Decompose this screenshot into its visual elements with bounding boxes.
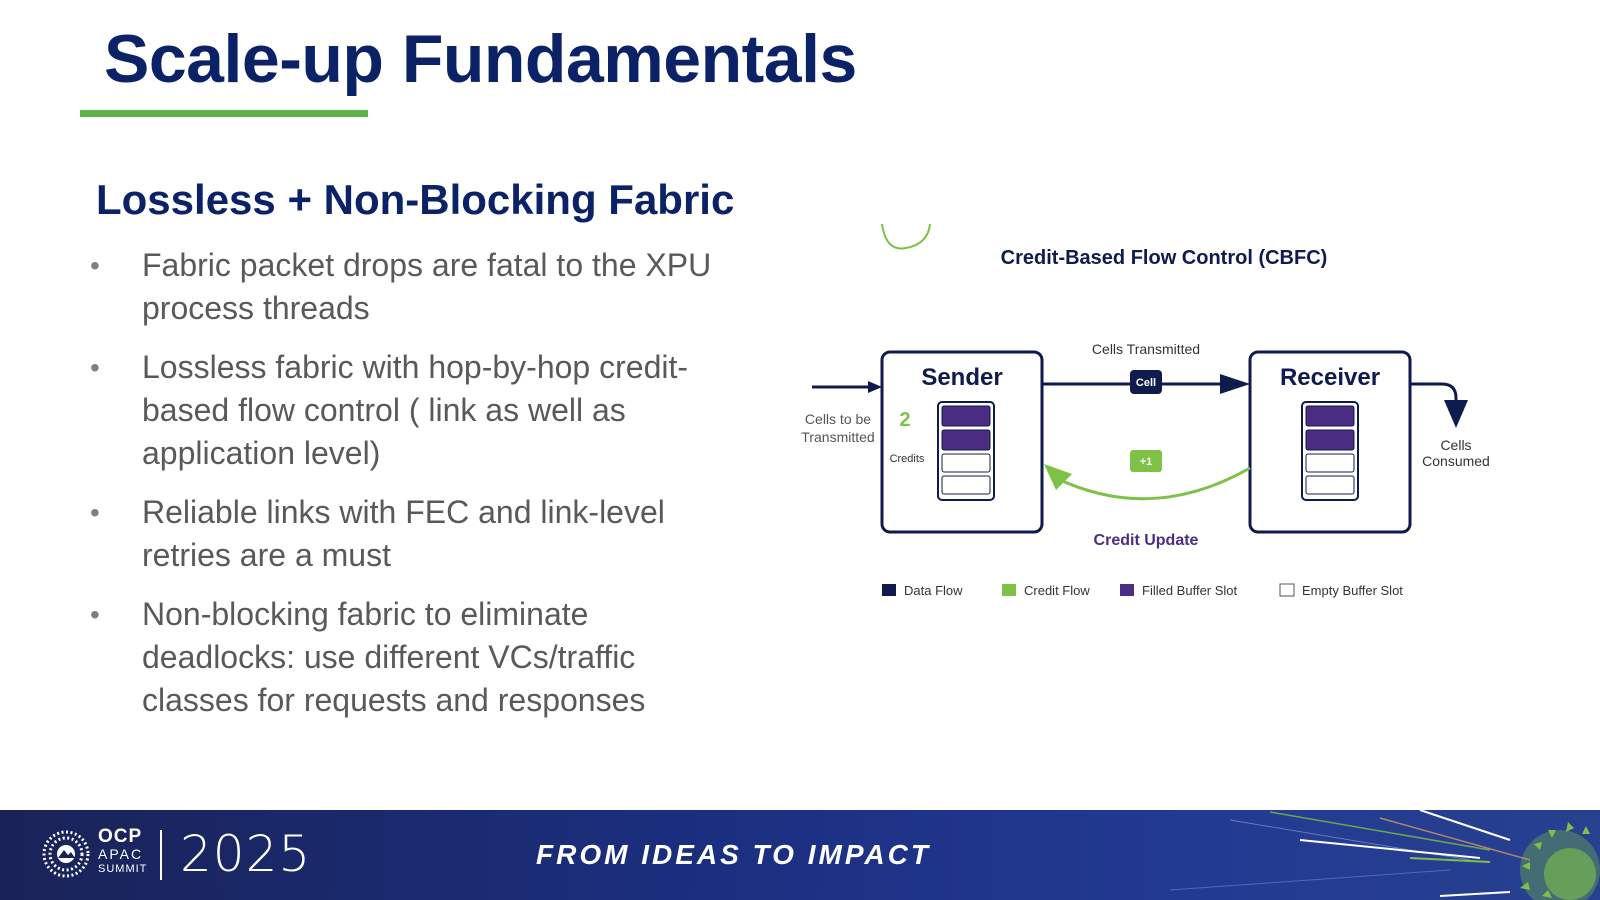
cells-label: Cells: [1440, 437, 1471, 453]
footer-separator: [160, 830, 162, 880]
empty-buffer-slot: [941, 475, 991, 495]
filled-buffer-slot: [941, 429, 991, 451]
plus-one-badge: [1130, 450, 1162, 472]
empty-buffer-slot: [1305, 453, 1355, 473]
legend-credit-flow-swatch: [1002, 584, 1016, 596]
transmitted-label: Transmitted: [801, 429, 874, 445]
output-arrow-line: [1410, 382, 1458, 408]
footer-brand-apac: APAC: [98, 846, 144, 862]
footer-banner: OCP APAC SUMMIT 2025 FROM IDEAS TO IMPAC…: [0, 810, 1600, 900]
input-arrow-head: [868, 381, 882, 393]
bullet-list: • Fabric packet drops are fatal to the X…: [90, 244, 750, 738]
empty-buffer-slot: [941, 453, 991, 473]
sender-label: Sender: [921, 364, 1002, 391]
empty-buffer-slot: [1305, 475, 1355, 495]
footer-tagline: FROM IDEAS TO IMPACT: [536, 839, 931, 870]
credit-flow-arrow-head: [1044, 464, 1072, 490]
credit-flow-curve: [1055, 466, 1251, 501]
diagram-title: Credit-Based Flow Control (CBFC): [1001, 247, 1328, 269]
slide-title: Scale-up Fundamentals: [104, 21, 857, 97]
legend-data-flow-swatch: [882, 584, 896, 596]
credits-label: Credits: [890, 453, 925, 465]
bullet-item: • Non-blocking fabric to eliminate deadl…: [90, 593, 750, 722]
credit-update-label: Credit Update: [1094, 532, 1199, 549]
bullet-marker: •: [90, 599, 100, 630]
filled-buffer-slot: [1305, 429, 1355, 451]
filled-buffer-slot: [941, 405, 991, 427]
data-flow-arrow-head: [1220, 374, 1250, 394]
bullet-item: • Reliable links with FEC and link-level…: [90, 491, 750, 577]
consumed-label: Consumed: [1422, 453, 1490, 469]
slide-subtitle: Lossless + Non-Blocking Fabric: [96, 176, 735, 223]
bullet-text: Non-blocking fabric to eliminate deadloc…: [142, 596, 646, 718]
cell-badge-text: Cell: [1136, 377, 1156, 389]
legend-empty-slot-label: Empty Buffer Slot: [1302, 583, 1403, 598]
title-underline: [80, 110, 368, 117]
bullet-marker: •: [90, 250, 100, 281]
filled-buffer-slot: [1305, 405, 1355, 427]
cells-transmitted-label: Cells Transmitted: [1092, 341, 1200, 357]
ocp-burst-logo-icon: [42, 830, 90, 878]
bullet-marker: •: [90, 352, 100, 383]
decorative-arc: [881, 223, 931, 250]
bullet-text: Reliable links with FEC and link-level r…: [142, 494, 665, 573]
plus-one-text: +1: [1140, 456, 1153, 468]
legend-credit-flow-label: Credit Flow: [1024, 583, 1090, 598]
decorative-streaks: [1169, 810, 1600, 900]
receiver-label: Receiver: [1280, 364, 1380, 391]
credits-count: 2: [899, 409, 910, 431]
bullet-marker: •: [90, 497, 100, 528]
footer-brand-summit: SUMMIT: [98, 863, 148, 875]
output-arrow-head: [1444, 400, 1468, 428]
bullet-text: Lossless fabric with hop-by-hop credit-b…: [142, 349, 689, 471]
legend-empty-slot-swatch: [1279, 583, 1295, 597]
footer-year: 2025: [180, 825, 312, 883]
legend-filled-slot-label: Filled Buffer Slot: [1142, 583, 1238, 598]
legend-data-flow-label: Data Flow: [904, 583, 963, 598]
bullet-item: • Lossless fabric with hop-by-hop credit…: [90, 346, 750, 475]
bullet-text: Fabric packet drops are fatal to the XPU…: [142, 247, 712, 326]
cells-to-be-label: Cells to be: [805, 411, 871, 427]
cell-badge: [1130, 370, 1162, 394]
cbfc-diagram: Credit-Based Flow Control (CBFC) Cells t…: [801, 223, 1490, 598]
footer-brand-ocp: OCP: [98, 826, 143, 847]
bullet-item: • Fabric packet drops are fatal to the X…: [90, 244, 750, 330]
legend-filled-slot-swatch: [1120, 584, 1134, 596]
